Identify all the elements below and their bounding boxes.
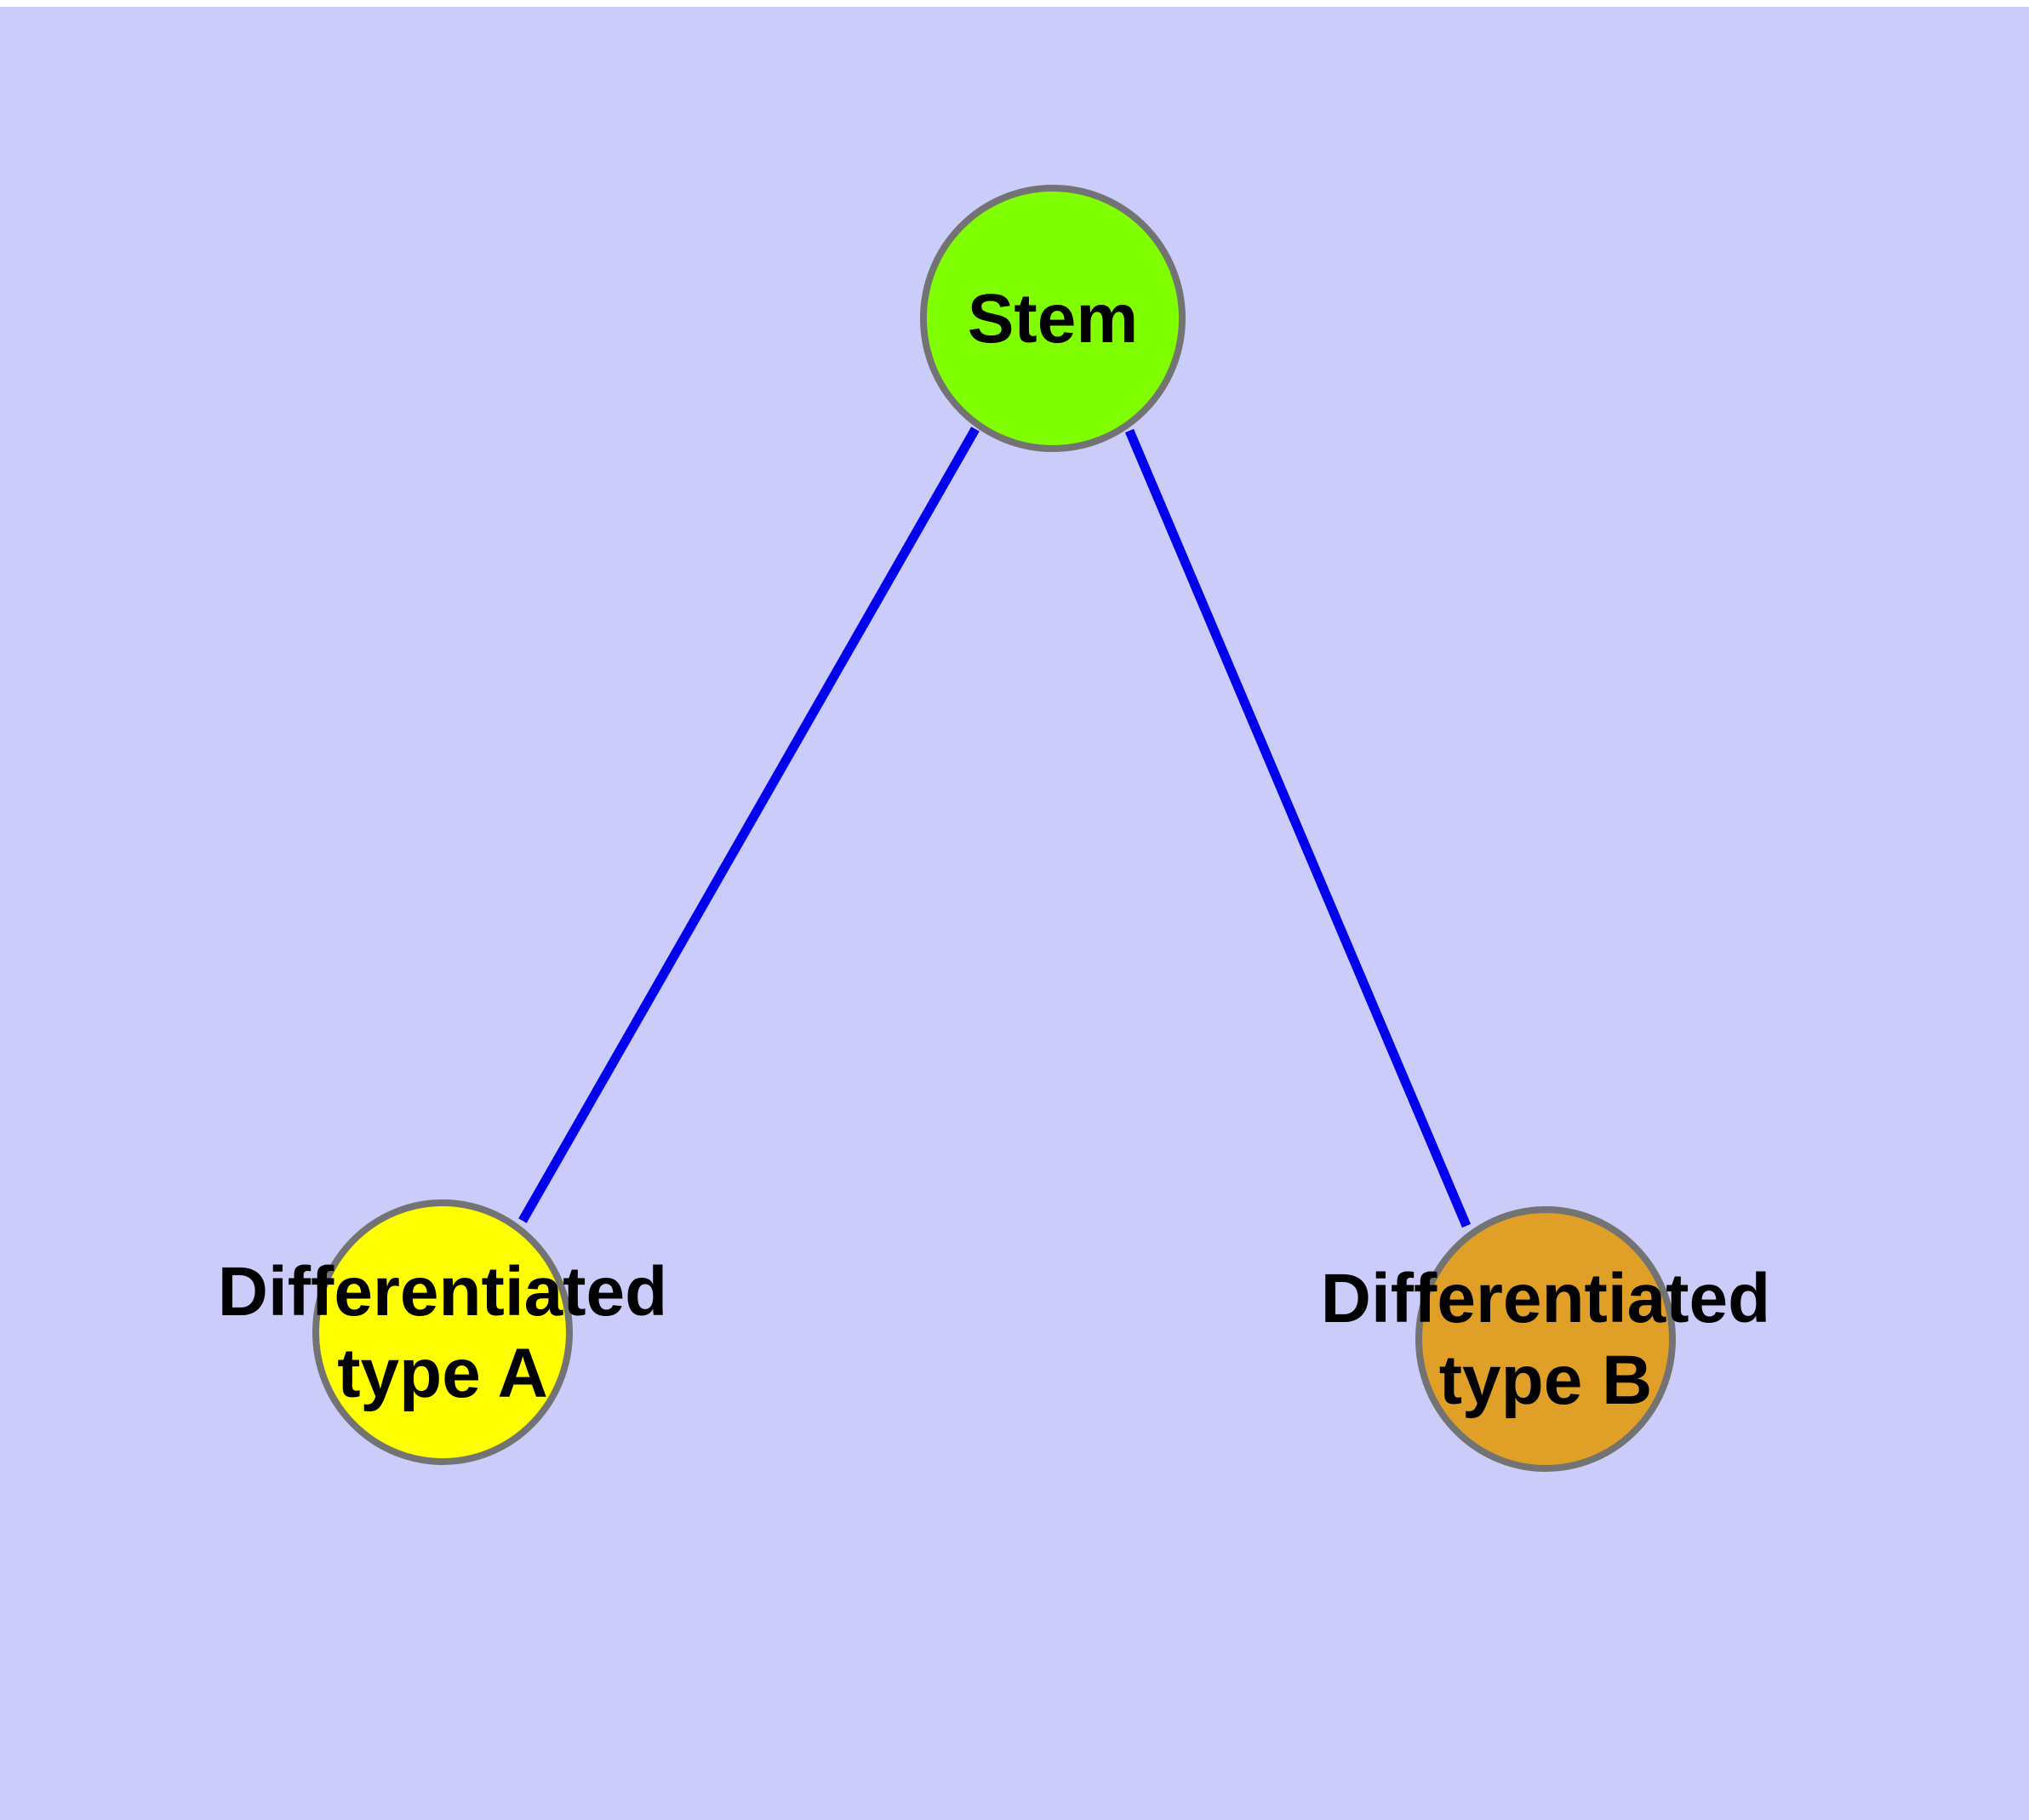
node-stem[interactable] <box>920 185 1186 452</box>
node-label-line: type A <box>337 1335 548 1412</box>
nodes-group <box>312 185 1676 1472</box>
node-label-line: Differentiated <box>1321 1260 1771 1337</box>
node-label-stem: Stem <box>968 280 1139 358</box>
node-label-line: type B <box>1439 1342 1653 1419</box>
node-label-line: Stem <box>968 280 1139 358</box>
node-label-line: Differentiated <box>218 1253 668 1331</box>
edge-stem-to-differentiated-a[interactable] <box>518 426 980 1223</box>
edge-stem-to-differentiated-b[interactable] <box>1124 428 1472 1228</box>
edges-group <box>518 426 1472 1228</box>
node-differentiated-type-a[interactable] <box>312 1199 573 1465</box>
node-differentiated-type-b[interactable] <box>1415 1206 1676 1472</box>
